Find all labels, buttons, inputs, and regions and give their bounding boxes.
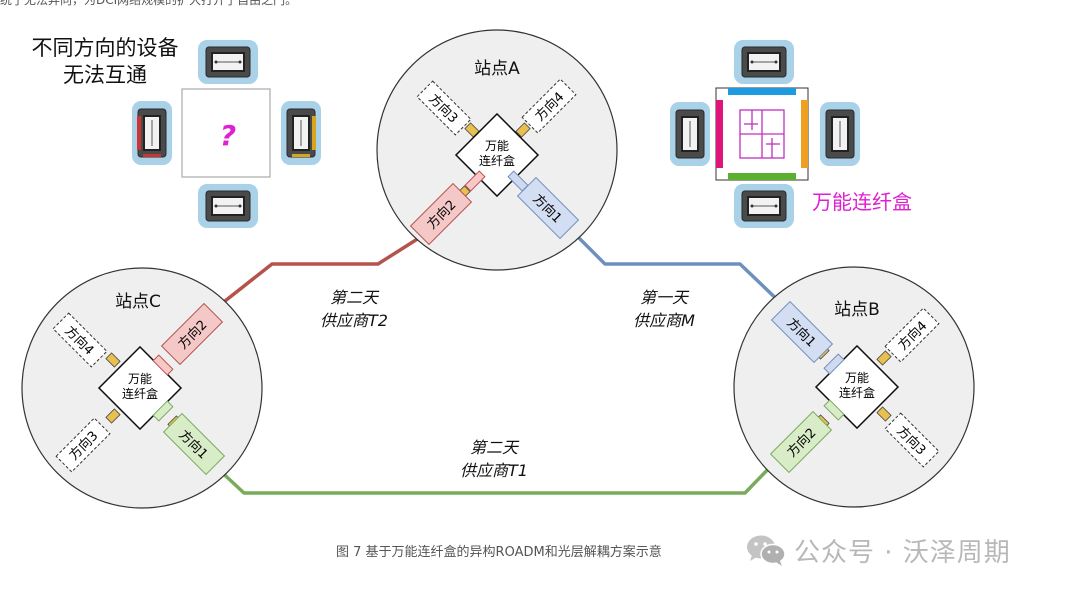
link-ab-label-line2: 供应商M	[633, 311, 695, 330]
device-right-icon	[819, 101, 861, 167]
links	[204, 225, 787, 495]
site-b: 站点B 方向4 方向3 万能 连纤盒 方向1 方向2	[733, 266, 975, 508]
fiber-box-legend: 万能连纤盒	[669, 39, 912, 229]
site-c: 站点C 方向4 方向3 万能 连纤盒 方向2 方向1	[21, 267, 263, 509]
device-top-icon	[733, 39, 795, 85]
question-mark: ?	[220, 119, 236, 152]
device-bottom-icon	[197, 183, 259, 229]
top-text-fragment: 统了无法弃向，为DCI网络规模的扩大打开了自由之门。	[0, 0, 298, 7]
site-a-box-line2: 连纤盒	[479, 153, 515, 168]
fiber-box-label: 万能连纤盒	[812, 190, 912, 214]
incompat-title-line2: 无法互通	[63, 63, 147, 87]
site-c-direction-2: 方向2	[160, 302, 224, 366]
link-labels: 第二天 供应商T2 第一天 供应商M 第二天 供应商T1	[320, 288, 695, 480]
site-a: 站点A 方向3 方向4 万能 连纤盒 方向2 方向1	[376, 29, 618, 271]
site-c-label: 站点C	[115, 292, 161, 312]
watermark: 公众号 · 沃泽周期	[746, 530, 1011, 570]
link-ac-label-line2: 供应商T2	[320, 311, 388, 330]
site-a-label: 站点A	[474, 59, 520, 79]
site-c-box-line1: 万能	[128, 372, 152, 386]
link-cb-label-line1: 第二天	[470, 438, 520, 457]
link-ab-label-line1: 第一天	[640, 288, 690, 307]
device-bottom-icon	[733, 183, 795, 229]
link-cb-label-line2: 供应商T1	[460, 461, 528, 480]
figure-caption: 图 7 基于万能连纤盒的异构ROADM和光层解耦方案示意	[336, 545, 662, 560]
device-top-icon	[197, 39, 259, 85]
incompat-title-line1: 不同方向的设备	[32, 36, 179, 60]
site-c-box-line2: 连纤盒	[122, 386, 158, 401]
link-a-c	[204, 236, 420, 318]
incompatible-legend: 不同方向的设备 无法互通 ?	[32, 36, 322, 229]
link-ac-label-line1: 第二天	[330, 288, 380, 307]
wechat-icon	[747, 535, 786, 566]
fiber-box-icon	[715, 87, 809, 181]
site-b-box-line1: 万能	[845, 371, 869, 385]
site-a-box-line1: 万能	[485, 139, 509, 153]
link-c-b	[212, 459, 778, 495]
link-a-b	[566, 225, 787, 309]
device-left-icon	[131, 100, 173, 166]
watermark-text: 公众号 · 沃泽周期	[794, 537, 1011, 568]
site-b-label: 站点B	[834, 300, 880, 320]
incompat-box	[181, 88, 271, 178]
site-b-box-line2: 连纤盒	[839, 385, 875, 400]
device-left-icon	[669, 101, 711, 167]
device-right-icon	[280, 100, 322, 166]
